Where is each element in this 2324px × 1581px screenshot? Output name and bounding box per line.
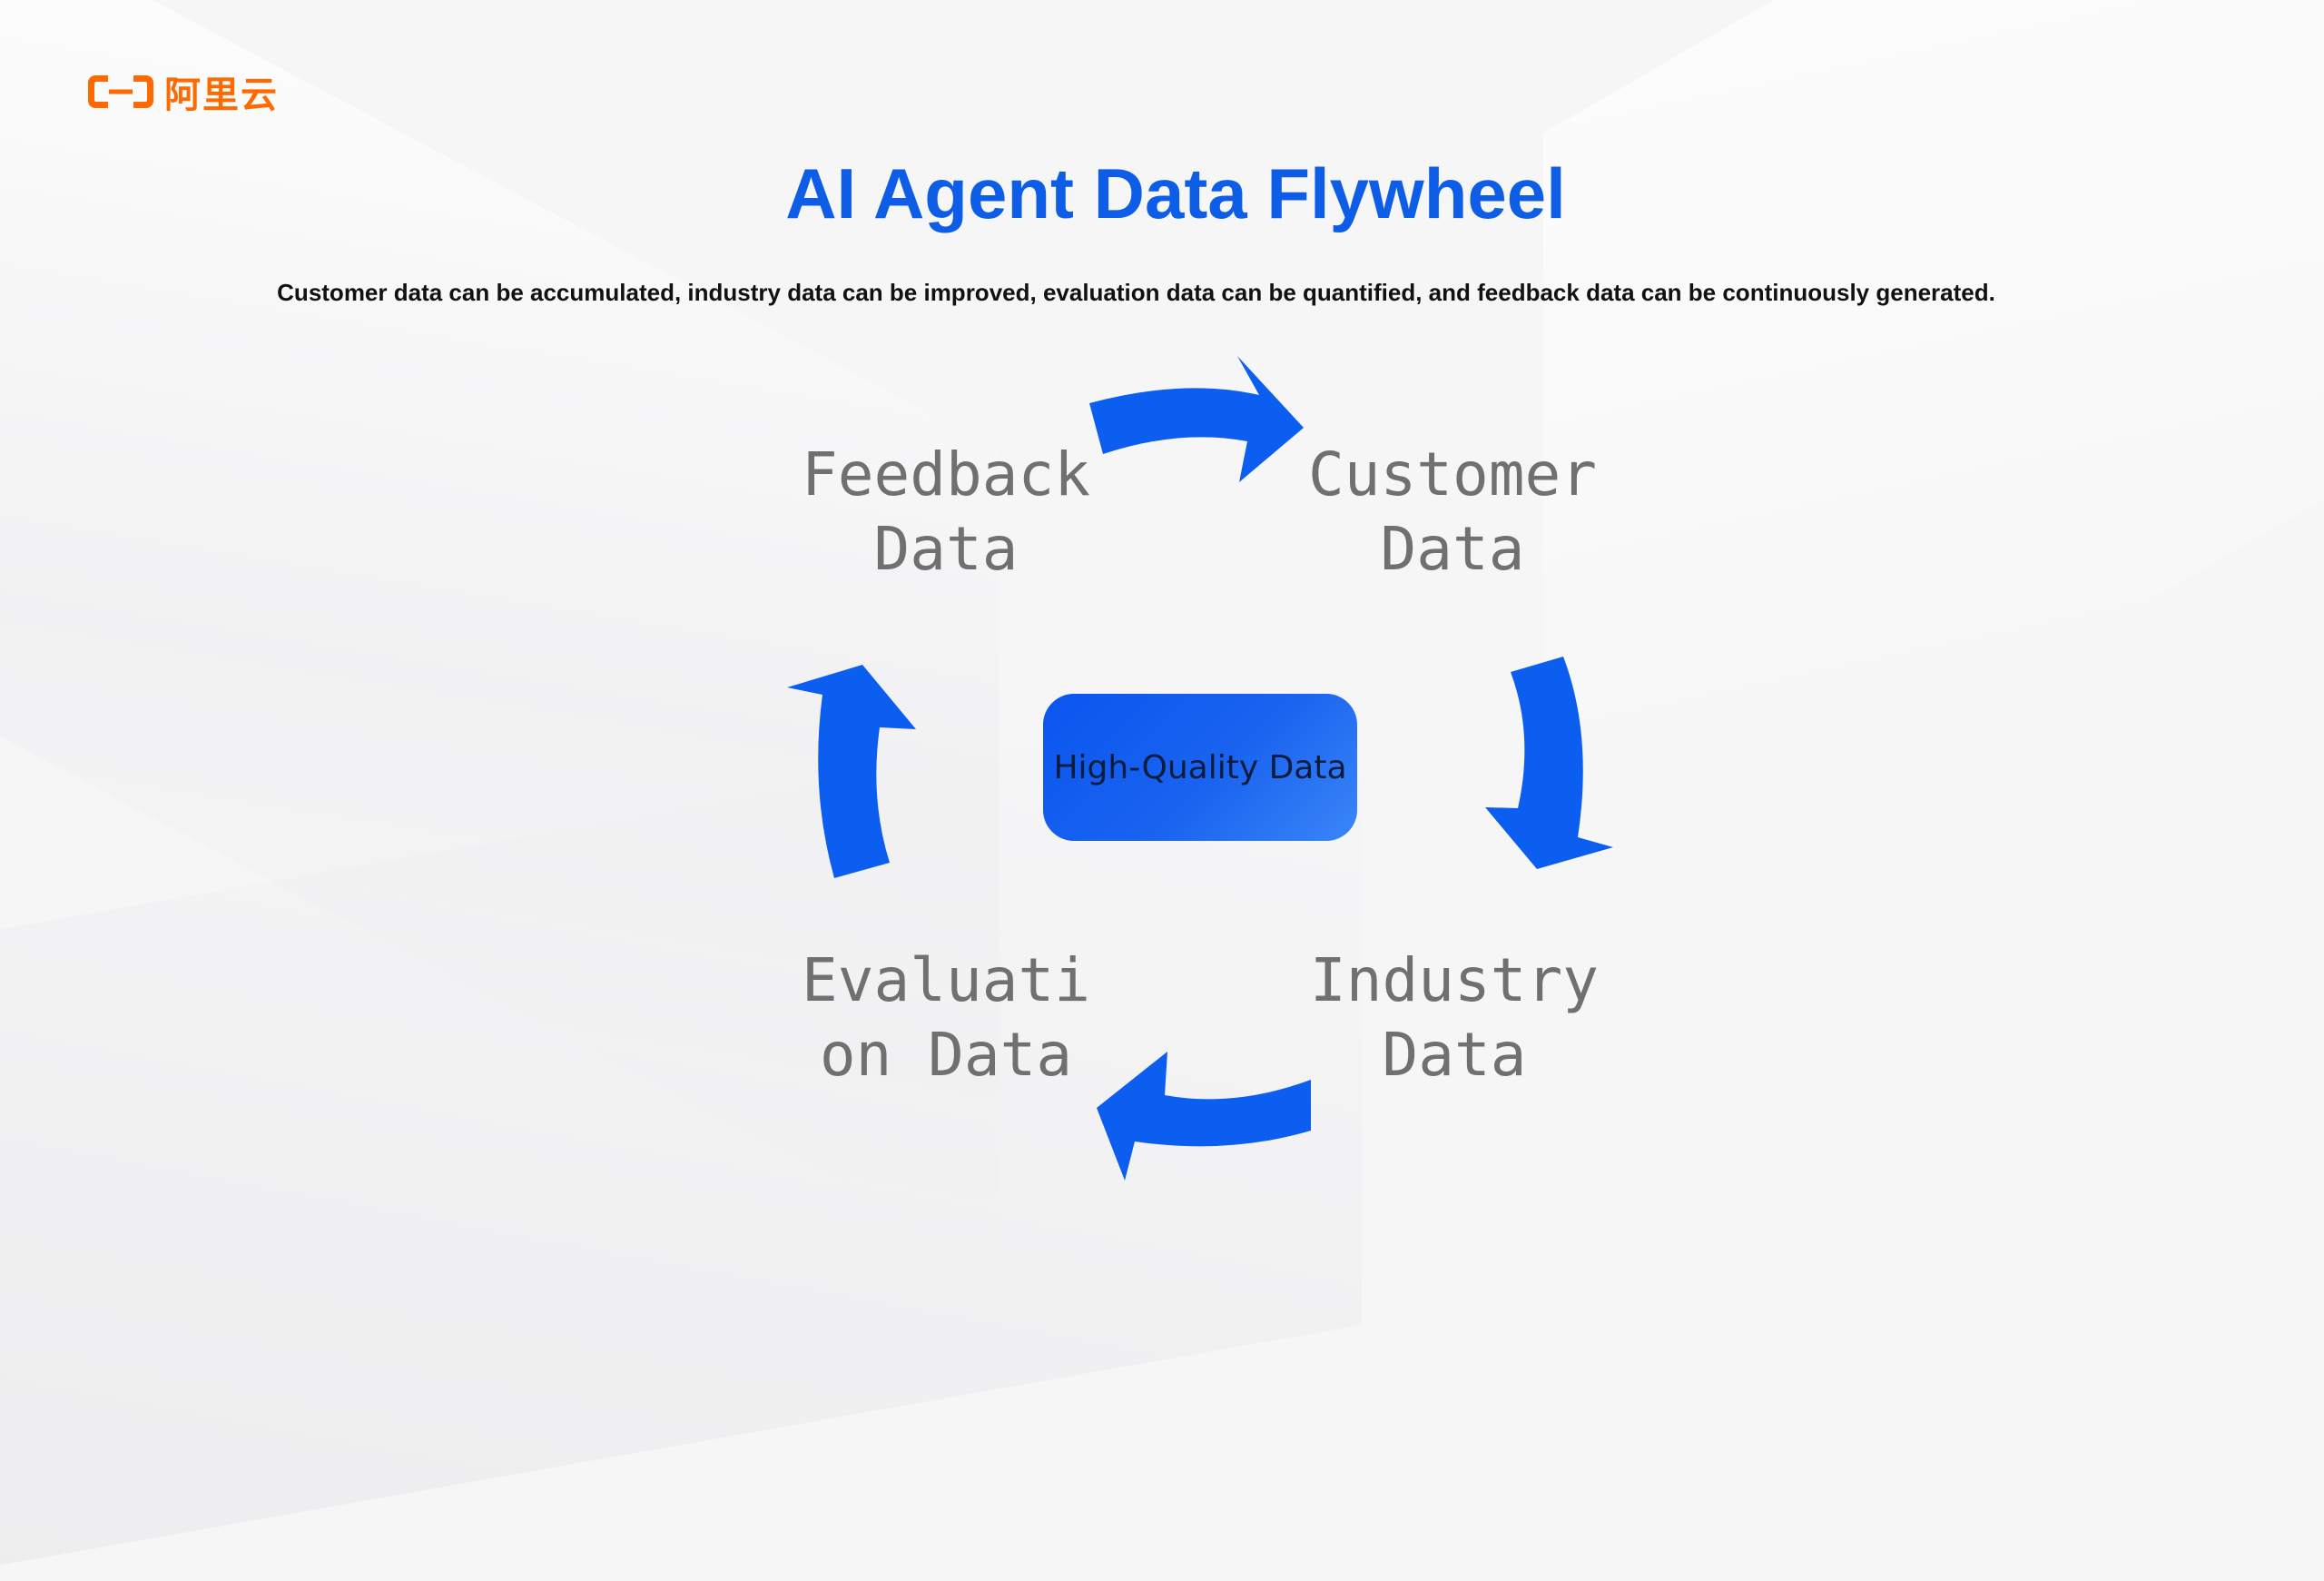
flywheel-arrows: [787, 356, 1613, 1181]
arrow-customer-to-industry: [1485, 657, 1613, 869]
node-feedback-data: Feedback Data: [783, 438, 1109, 587]
page-subtitle: Customer data can be accumulated, indust…: [277, 279, 1995, 306]
center-label: High-Quality Data: [1053, 748, 1347, 786]
node-industry-data: Industry Data: [1291, 944, 1618, 1092]
node-evaluation-line2: on Data: [819, 1020, 1073, 1090]
node-feedback-line2: Data: [873, 514, 1019, 584]
arrow-feedback-to-customer: [1089, 356, 1304, 482]
aliyun-logo: 阿里云: [86, 65, 279, 118]
node-industry-line2: Data: [1382, 1020, 1527, 1090]
arrow-evaluation-to-feedback: [787, 665, 916, 878]
brand-name: 阿里云: [164, 74, 279, 116]
node-evaluation-data: Evaluati on Data: [783, 944, 1109, 1092]
center-high-quality-data: High-Quality Data: [1043, 694, 1357, 841]
node-customer-line1: Customer: [1308, 440, 1597, 509]
node-evaluation-line1: Evaluati: [802, 945, 1090, 1015]
page-title: AI Agent Data Flywheel: [785, 153, 1566, 233]
arrow-industry-to-evaluation: [1097, 1052, 1311, 1181]
node-customer-data: Customer Data: [1289, 438, 1616, 587]
node-feedback-line1: Feedback: [802, 440, 1090, 509]
node-industry-line1: Industry: [1310, 945, 1599, 1015]
aliyun-logo-icon: [88, 75, 153, 108]
node-customer-line2: Data: [1380, 514, 1525, 584]
